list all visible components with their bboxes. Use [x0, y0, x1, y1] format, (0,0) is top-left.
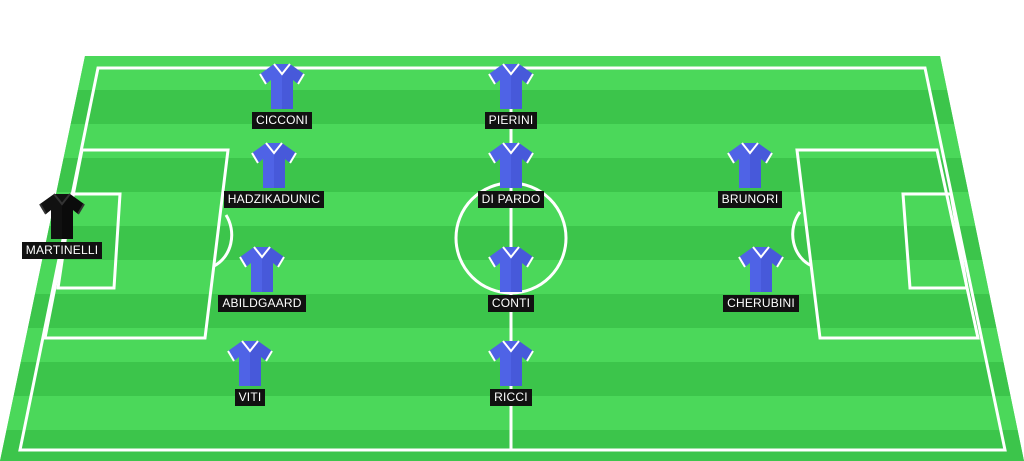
player-shirt-icon	[488, 62, 534, 110]
player-shirt-icon	[239, 245, 285, 293]
player-shirt-icon	[227, 339, 273, 387]
player-shirt-icon	[488, 245, 534, 293]
player-cicconi: CICCONI	[222, 62, 342, 129]
player-di-pardo: DI PARDO	[451, 141, 571, 208]
player-shirt-icon	[488, 339, 534, 387]
player-shirt-icon	[727, 141, 773, 189]
touchline	[18, 66, 1007, 452]
player-name-label: CONTI	[487, 295, 535, 312]
player-name-label: RICCI	[490, 389, 532, 406]
player-name-label: ABILDGAARD	[218, 295, 306, 312]
player-viti: VITI	[190, 339, 310, 406]
player-name-label: BRUNORI	[717, 191, 783, 208]
player-ricci: RICCI	[451, 339, 571, 406]
player-shirt-icon	[251, 141, 297, 189]
right-penalty-arc	[791, 211, 813, 268]
player-shirt-icon	[738, 245, 784, 293]
player-abildgaard: ABILDGAARD	[202, 245, 322, 312]
left-penalty-box	[43, 148, 230, 340]
player-name-label: VITI	[234, 389, 266, 406]
player-name-label: DI PARDO	[477, 191, 545, 208]
right-penalty-box	[795, 148, 980, 340]
player-name-label: MARTINELLI	[21, 242, 103, 259]
right-goal-box	[901, 192, 969, 290]
pitch-lines	[18, 66, 1007, 452]
goalkeeper-shirt-icon	[39, 192, 85, 240]
player-shirt-icon	[259, 62, 305, 110]
player-name-label: CICCONI	[251, 112, 313, 129]
player-hadzikadunic: HADZIKADUNIC	[214, 141, 334, 208]
player-cherubini: CHERUBINI	[701, 245, 821, 312]
player-name-label: CHERUBINI	[723, 295, 799, 312]
player-name-label: HADZIKADUNIC	[223, 191, 325, 208]
player-martinelli: MARTINELLI	[2, 192, 122, 259]
player-brunori: BRUNORI	[690, 141, 810, 208]
left-penalty-arc	[213, 214, 234, 268]
player-pierini: PIERINI	[451, 62, 571, 129]
player-name-label: PIERINI	[484, 112, 538, 129]
player-shirt-icon	[488, 141, 534, 189]
player-conti: CONTI	[451, 245, 571, 312]
